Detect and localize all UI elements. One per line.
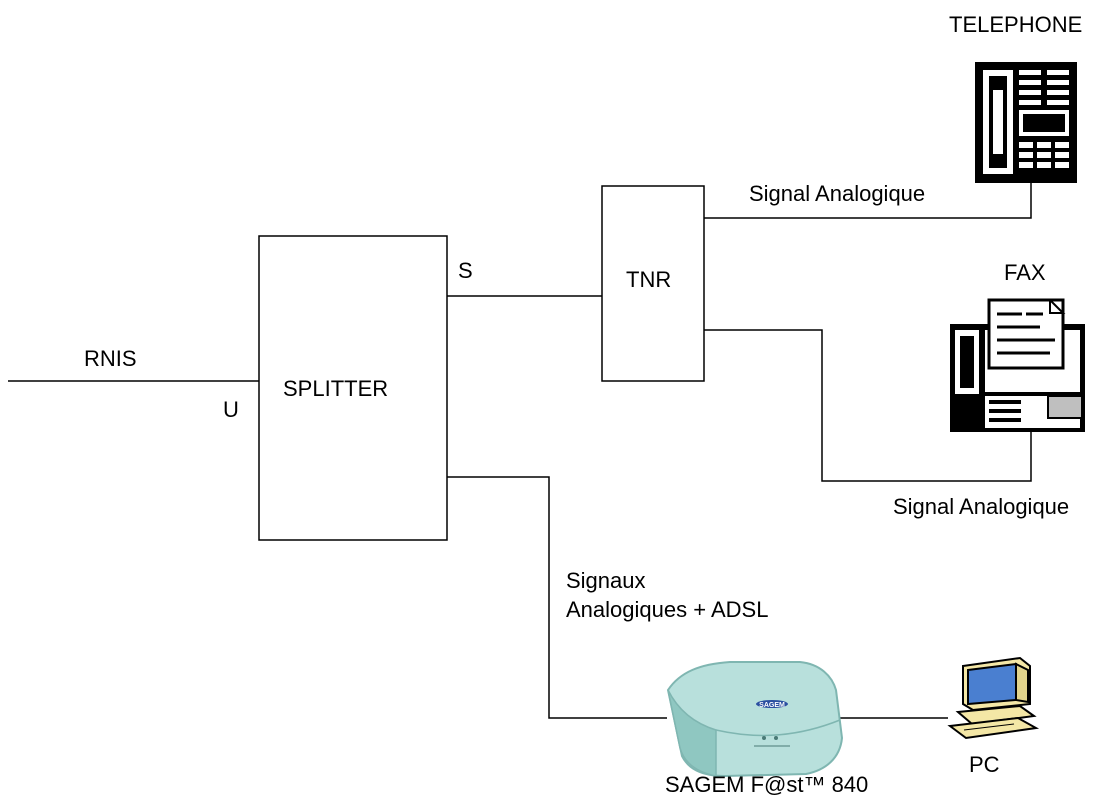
signal-analogique-phone-label: Signal Analogique (749, 181, 926, 206)
tnr-telephone-line (704, 183, 1032, 219)
telephone-label: TELEPHONE (949, 12, 1083, 37)
fax-label: FAX (1004, 260, 1046, 285)
tnr-box (601, 185, 705, 382)
signal-analogique-fax-label: Signal Analogique (893, 494, 1070, 519)
pc-icon (947, 656, 1040, 740)
splitter-label: SPLITTER (283, 376, 389, 401)
modem-brand-text: SAGEM (759, 702, 785, 709)
tnr-fax-line (704, 329, 1032, 482)
modem-label: SAGEM F@st™ 840 (665, 772, 869, 797)
telephone-icon (975, 62, 1077, 183)
splitter-modem-line (447, 476, 667, 719)
signaux-label: Signaux (566, 568, 646, 593)
s-label: S (458, 258, 473, 283)
splitter-box (258, 235, 448, 541)
rnis-label: RNIS (84, 346, 137, 371)
modem-icon: SAGEM (666, 661, 844, 778)
analogiques-adsl-label: Analogiques + ADSL (566, 597, 769, 622)
pc-label: PC (969, 752, 1000, 777)
u-label: U (223, 397, 239, 422)
connector-lines (8, 183, 1032, 719)
fax-icon (950, 298, 1085, 432)
tnr-label: TNR (626, 267, 672, 292)
